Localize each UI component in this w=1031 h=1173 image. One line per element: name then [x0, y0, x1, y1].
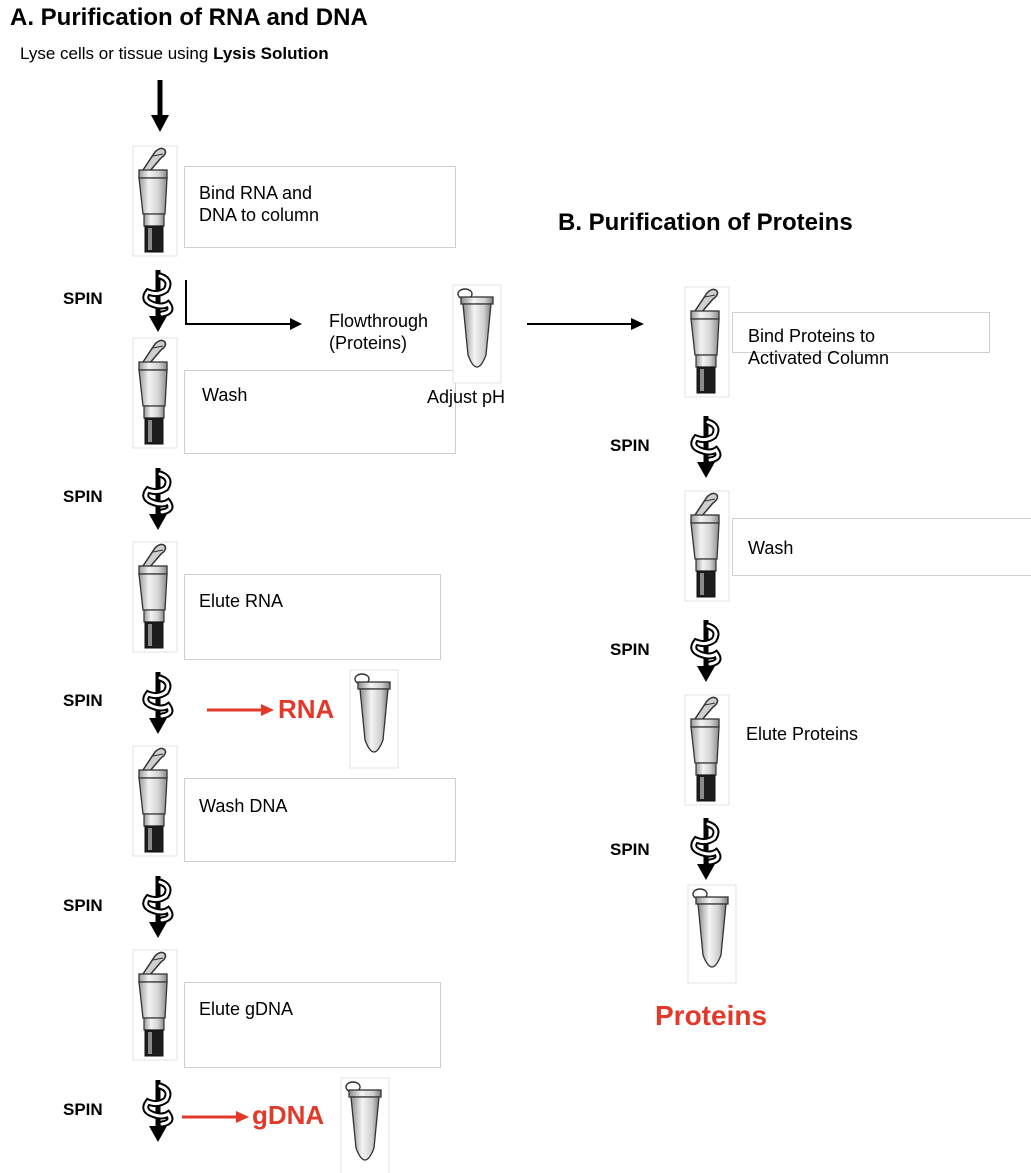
proteins-output-label: Proteins [655, 1000, 768, 1031]
step-wash-dna: Wash DNA [199, 796, 288, 816]
step-wash: Wash [202, 385, 248, 405]
to-protein-arrow-icon [527, 318, 644, 330]
section-b-title: B. Purification of Proteins [558, 209, 853, 236]
spin-label: SPIN [63, 691, 103, 710]
step-box-wash-dna [184, 778, 456, 862]
gdna-tube-icon [340, 1077, 390, 1173]
spin-label: SPIN [610, 436, 650, 455]
spin-column-icon [684, 694, 730, 806]
spin-label: SPIN [63, 487, 103, 506]
spin-label: SPIN [610, 640, 650, 659]
collection-tube-icon [452, 284, 502, 384]
spin-column-icon [684, 490, 730, 602]
spin-arrow-icon [142, 672, 174, 734]
spin-column-icon [132, 337, 178, 449]
spin-column-icon [132, 541, 178, 653]
lysis-solution-label: Lysis Solution [213, 44, 329, 63]
spin-label: SPIN [63, 1100, 103, 1119]
lysis-instruction-text: Lyse cells or tissue using [20, 44, 214, 63]
gdna-output-label: gDNA [252, 1100, 325, 1130]
spin-arrow-icon [142, 468, 174, 530]
step-box-wash [184, 370, 456, 454]
spin-column-icon [684, 286, 730, 398]
rna-output-arrow-icon [207, 704, 274, 716]
proteins-tube-icon [687, 884, 737, 984]
spin-label: SPIN [610, 840, 650, 859]
step-elute-proteins: Elute Proteins [746, 724, 859, 744]
spin-arrow-icon [690, 620, 722, 682]
step-bind-rna-dna: Bind RNA and DNA to column [199, 183, 320, 225]
step-elute-gdna: Elute gDNA [199, 999, 294, 1019]
spin-label: SPIN [63, 896, 103, 915]
lysis-instruction: Lyse cells or tissue using Lysis Solutio… [20, 44, 329, 64]
spin-arrow-icon [690, 416, 722, 478]
step-box-bind [184, 166, 456, 248]
flowthrough-arrow-icon [185, 280, 302, 330]
adjust-ph-label: Adjust pH [427, 387, 506, 407]
step-box-elute-rna [184, 574, 441, 660]
gdna-output-arrow-icon [182, 1111, 249, 1123]
step-bind-proteins: Bind Proteins to Activated Column [748, 326, 890, 368]
spin-label: SPIN [63, 289, 103, 308]
spin-column-icon [132, 145, 178, 257]
step-box-elute-gdna [184, 982, 441, 1068]
down-arrow-icon [151, 80, 169, 132]
flowthrough-label: Flowthrough (Proteins) [329, 311, 429, 353]
spin-column-icon [132, 949, 178, 1061]
spin-column-icon [132, 745, 178, 857]
spin-arrow-icon [142, 1080, 174, 1142]
spin-arrow-icon [142, 876, 174, 938]
step-elute-rna: Elute RNA [199, 591, 284, 611]
spin-arrow-icon [142, 270, 174, 332]
section-a-title: A. Purification of RNA and DNA [10, 4, 368, 31]
step-protein-wash: Wash [748, 538, 794, 558]
spin-arrow-icon [690, 818, 722, 880]
rna-tube-icon [349, 669, 399, 769]
rna-output-label: RNA [278, 694, 335, 724]
step-box-protein-wash [732, 518, 1031, 576]
step-box-bind-proteins [732, 312, 990, 353]
